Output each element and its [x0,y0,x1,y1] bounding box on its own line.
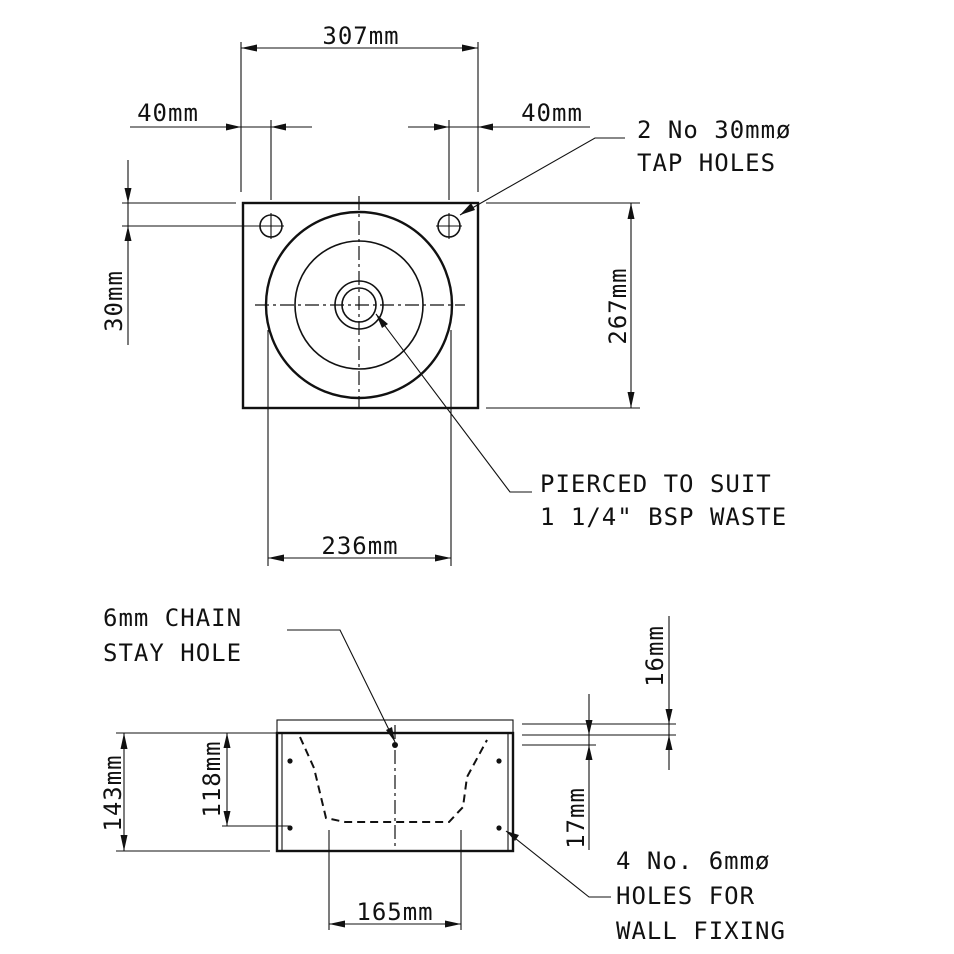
tap-hole-right [436,213,462,239]
dimension-depth [486,202,640,409]
leader-wall-fixing [505,830,611,898]
fixing-hole-bottom-left [287,825,293,831]
waste-note-line-2: 1 1/4" BSP WASTE [540,503,787,531]
label-upstand: 16mm [641,625,669,687]
label-bowl-width: 236mm [321,532,398,560]
fixing-hole-top-left [287,758,293,764]
fixing-note-line-2: HOLES FOR [616,882,755,910]
dimension-base-width [328,830,462,930]
waste-note-line-1: PIERCED TO SUIT [540,470,772,498]
chain-stay-hole [392,742,398,748]
leader-waste [375,313,532,493]
tap-hole-left [258,213,284,239]
plan-view: 307mm 40mm 40mm 30mm [100,22,792,566]
label-tap-offset-left: 40mm [137,99,199,127]
fixing-hole-top-right [496,758,502,764]
label-overall-height: 143mm [99,754,127,831]
front-elevation: 143mm 118mm 16mm 17mm [99,604,786,945]
chain-note-line-1: 6mm CHAIN [103,604,242,632]
dimension-tap-offset-top [122,160,258,345]
tap-note-line-2: TAP HOLES [637,149,776,177]
elevation-bowl-hidden [299,736,488,823]
dimension-bowl-width [267,330,452,566]
label-tap-offset-right: 40mm [521,99,583,127]
label-base-width: 165mm [356,898,433,926]
label-tap-offset-top: 30mm [100,270,128,332]
dimension-overall-width [240,42,479,192]
fixing-hole-bottom-right [496,825,502,831]
label-overall-width: 307mm [322,22,399,50]
dimension-lip [522,694,596,850]
fixing-note-line-3: WALL FIXING [616,917,786,945]
dimension-tap-offset-right [408,120,590,200]
leader-tap-holes [459,137,625,216]
dimension-upstand [522,616,676,770]
label-depth: 267mm [604,267,632,344]
dimension-bowl-depth [222,732,290,827]
dimension-overall-height [116,732,270,852]
fixing-note-line-1: 4 No. 6mmø [616,847,771,875]
plan-basin-outline [241,201,480,410]
label-lip: 17mm [562,787,590,849]
tap-note-line-1: 2 No 30mmø [637,116,792,144]
label-bowl-depth: 118mm [198,740,226,817]
chain-note-line-2: STAY HOLE [103,639,242,667]
leader-chain-stay [287,629,396,743]
dimension-tap-offset-left [130,120,312,200]
